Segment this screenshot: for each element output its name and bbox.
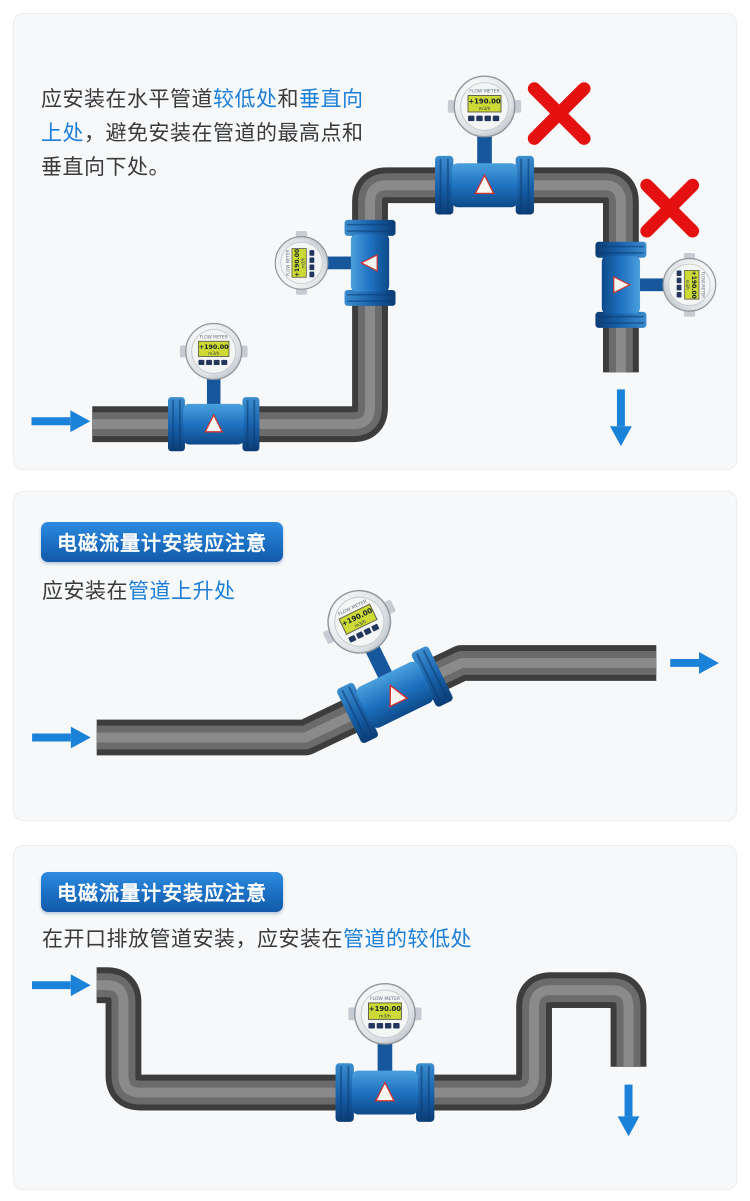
panel3-note: 在开口排放管道安装，应安装在管道的较低处 bbox=[42, 922, 472, 956]
error-x-icon-top bbox=[527, 82, 591, 145]
note-segment: ，避免安装在管道的最高点和垂直向下处。 bbox=[41, 121, 364, 180]
flow-arrow-down-outlet bbox=[617, 1084, 640, 1137]
pipe-run-core bbox=[96, 980, 634, 1098]
note-segment-highlight: 垂直向上处 bbox=[41, 87, 364, 146]
error-x-icon-right bbox=[640, 178, 700, 238]
flow-arrow-inlet bbox=[32, 726, 91, 749]
panel2-note: 应安装在管道上升处 bbox=[42, 574, 236, 608]
note-segment-highlight: 较低处 bbox=[213, 87, 278, 111]
flowmeter-horizontal-low-correct bbox=[167, 322, 261, 453]
note-segment: 在开口排放管道安装，应安装在 bbox=[42, 927, 343, 951]
flowmeter-vertical-downflow-wrong bbox=[594, 241, 717, 329]
diagram-horizontal-vertical-pipes: FLOW METER +190.00 m3/h bbox=[31, 75, 717, 453]
diagram-open-discharge-pipe bbox=[32, 967, 647, 1137]
note-segment: 应安装在水平管道 bbox=[41, 87, 213, 111]
note-segment: 应安装在 bbox=[42, 579, 128, 603]
flow-arrow-down-outlet bbox=[609, 389, 632, 447]
panel-open-discharge-install: 电磁流量计安装应注意 在开口排放管道安装，应安装在管道的较低处 bbox=[13, 845, 737, 1190]
panel1-note: 应安装在水平管道较低处和垂直向上处，避免安装在管道的最高点和垂直向下处。 bbox=[41, 82, 371, 184]
panel-rising-pipe-install: 电磁流量计安装应注意 应安装在管道上升处 bbox=[13, 491, 737, 821]
flowmeter-highest-point-wrong bbox=[434, 75, 535, 216]
flow-arrow-inlet bbox=[32, 974, 91, 997]
flow-arrow-inlet bbox=[31, 410, 91, 433]
notice-badge: 电磁流量计安装应注意 bbox=[41, 522, 283, 562]
note-segment-highlight: 管道上升处 bbox=[128, 579, 236, 603]
flowmeter-low-section-correct bbox=[334, 982, 436, 1123]
note-segment: 和 bbox=[277, 87, 299, 111]
pipe-run-core bbox=[92, 180, 626, 430]
flow-arrow-outlet bbox=[670, 652, 719, 674]
flowmeter-vertical-upflow-correct bbox=[274, 219, 397, 307]
diagram-inclined-pipe bbox=[32, 570, 719, 756]
note-segment-highlight: 管道的较低处 bbox=[343, 927, 472, 951]
notice-badge: 电磁流量计安装应注意 bbox=[41, 872, 283, 912]
panel-horizontal-install: 应安装在水平管道较低处和垂直向上处，避免安装在管道的最高点和垂直向下处。 bbox=[13, 13, 737, 470]
